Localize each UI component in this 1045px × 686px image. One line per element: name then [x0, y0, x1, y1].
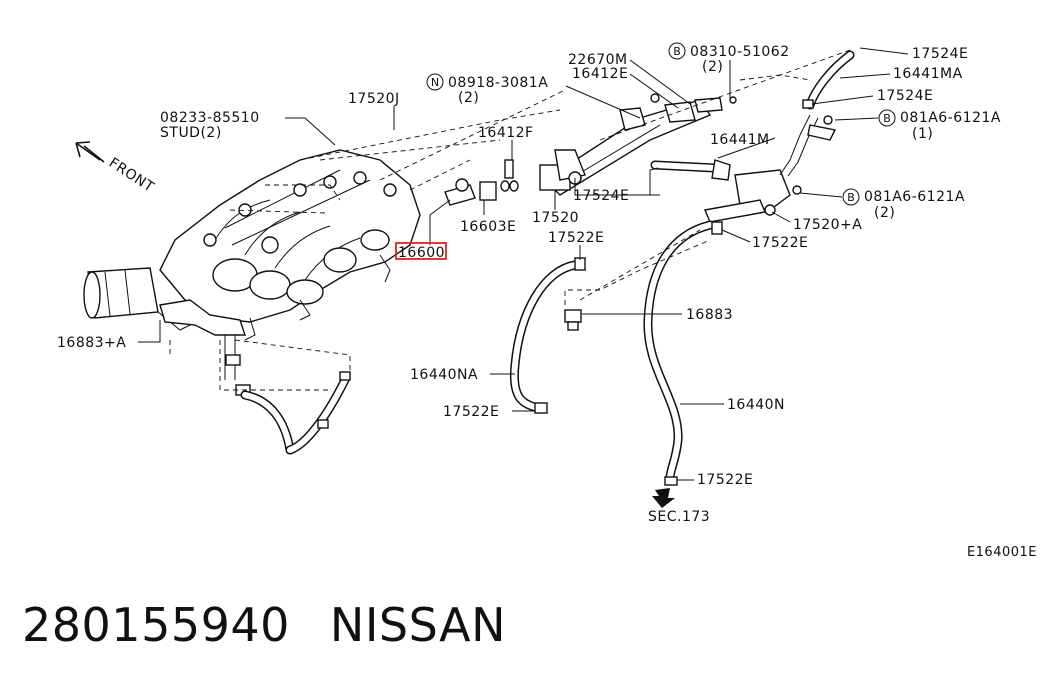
label-17524e-mid: 17524E: [573, 188, 629, 204]
label-16441ma: 16441MA: [893, 66, 963, 82]
svg-text:B: B: [673, 45, 681, 58]
n-circle-icon: N: [426, 73, 444, 91]
brand-name: NISSAN: [329, 598, 507, 652]
label-17520a: 17520+A: [793, 217, 862, 233]
b-circle-icon: B: [668, 42, 686, 60]
hose-16440na: [509, 257, 586, 414]
label-16603e: 16603E: [460, 219, 516, 235]
label-bolt3-part: 081A6-6121A: [864, 189, 965, 205]
label-bolt1-part: 08310-51062: [690, 44, 790, 60]
label-16883a: 16883+A: [57, 335, 126, 351]
label-16600: 16600: [398, 245, 445, 261]
label-bolt2-part: 081A6-6121A: [900, 110, 1001, 126]
highlight-box: [395, 242, 447, 260]
label-17522e-4: 17522E: [697, 472, 753, 488]
label-17522e-1: 17522E: [548, 230, 604, 246]
lower-bracket: [159, 299, 351, 455]
fuel-hose-16441m: [650, 159, 802, 223]
label-nut-qty: (2): [458, 90, 479, 106]
label-bolt3-qty: (2): [874, 205, 895, 221]
label-17522e-2: 17522E: [752, 235, 808, 251]
air-duct: [83, 267, 201, 331]
b-circle-icon: B: [878, 109, 896, 127]
label-17524e-top: 17524E: [912, 46, 968, 62]
label-bolt2-qty: (1): [912, 126, 933, 142]
hose-16440n: [643, 220, 723, 486]
valve-16883: [564, 309, 582, 331]
label-16441m: 16441M: [710, 132, 770, 148]
fuel-rail: [539, 93, 737, 196]
label-stud: STUD(2): [160, 125, 222, 141]
parts-diagram: FRONT: [57, 42, 1001, 525]
front-arrow: FRONT: [75, 141, 157, 196]
svg-text:N: N: [431, 76, 439, 89]
label-17520j: 17520J: [348, 91, 400, 107]
label-22670m: 22670M: [568, 52, 628, 68]
label-16412e: 16412E: [572, 66, 628, 82]
label-16440na: 16440NA: [410, 367, 478, 383]
footer: 280155940 NISSAN: [22, 598, 546, 652]
svg-text:B: B: [847, 191, 855, 204]
part-number: 280155940: [22, 598, 290, 652]
intake-manifold: [159, 149, 421, 341]
label-17520: 17520: [532, 210, 579, 226]
b-circle-icon: B: [842, 188, 860, 206]
label-sec-173: SEC.173: [648, 509, 710, 525]
label-16412f: 16412F: [478, 125, 534, 141]
front-label: FRONT: [106, 155, 157, 196]
label-17522e-3: 17522E: [443, 404, 499, 420]
reference-code: E164001E: [966, 545, 1037, 560]
label-nut-part: 08918-3081A: [448, 75, 548, 91]
fuel-tube-16441ma: [779, 50, 855, 177]
svg-text:B: B: [883, 112, 891, 125]
highlighted-part-16600[interactable]: 16600: [395, 242, 447, 261]
label-17524e-right: 17524E: [877, 88, 933, 104]
label-stud-part: 08233-85510: [160, 110, 260, 126]
label-bolt1-qty: (2): [702, 59, 723, 75]
label-16883: 16883: [686, 307, 733, 323]
label-16440n: 16440N: [727, 397, 785, 413]
leader-lines: [138, 47, 909, 481]
sec-arrow: [652, 488, 675, 508]
injector: [444, 159, 519, 206]
